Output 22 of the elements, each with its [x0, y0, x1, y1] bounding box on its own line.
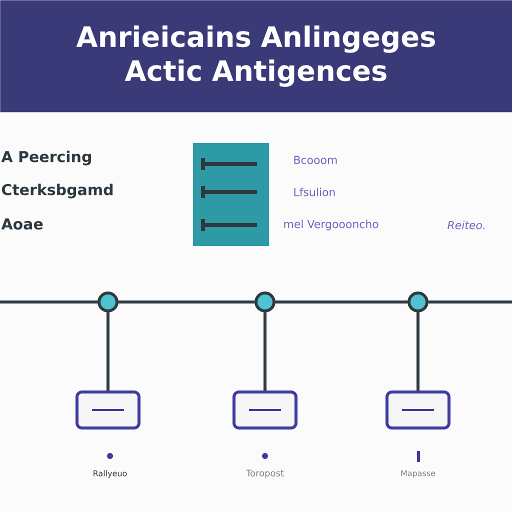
connector-line — [276, 300, 408, 304]
title-banner: Anrieicains Anlingeges Actic Antigences — [0, 0, 512, 112]
text-label: A Peercing — [1, 150, 91, 166]
connector-line — [118, 300, 254, 304]
connector-line — [264, 312, 266, 390]
timeline-dot — [254, 292, 276, 312]
text-label: Lfsulion — [294, 188, 335, 196]
timeline-dot — [408, 292, 428, 312]
text-label: Rallyeuo — [94, 470, 127, 478]
text-label: Cterksbgamd — [2, 184, 113, 198]
text-label: Mapasse — [401, 470, 436, 478]
text-label: Toropost — [246, 470, 284, 478]
marker-box — [386, 390, 450, 430]
connector-line — [106, 312, 110, 390]
text-label: mel Vergoooncho — [284, 220, 378, 230]
text-label: Reiteo. — [448, 220, 485, 230]
text-label: Bcooom — [294, 156, 337, 164]
text-label: Aoae — [1, 218, 43, 230]
connector-line — [416, 312, 420, 390]
marker-box — [232, 390, 298, 430]
timeline-dot — [98, 292, 118, 312]
marker-box — [76, 390, 140, 430]
